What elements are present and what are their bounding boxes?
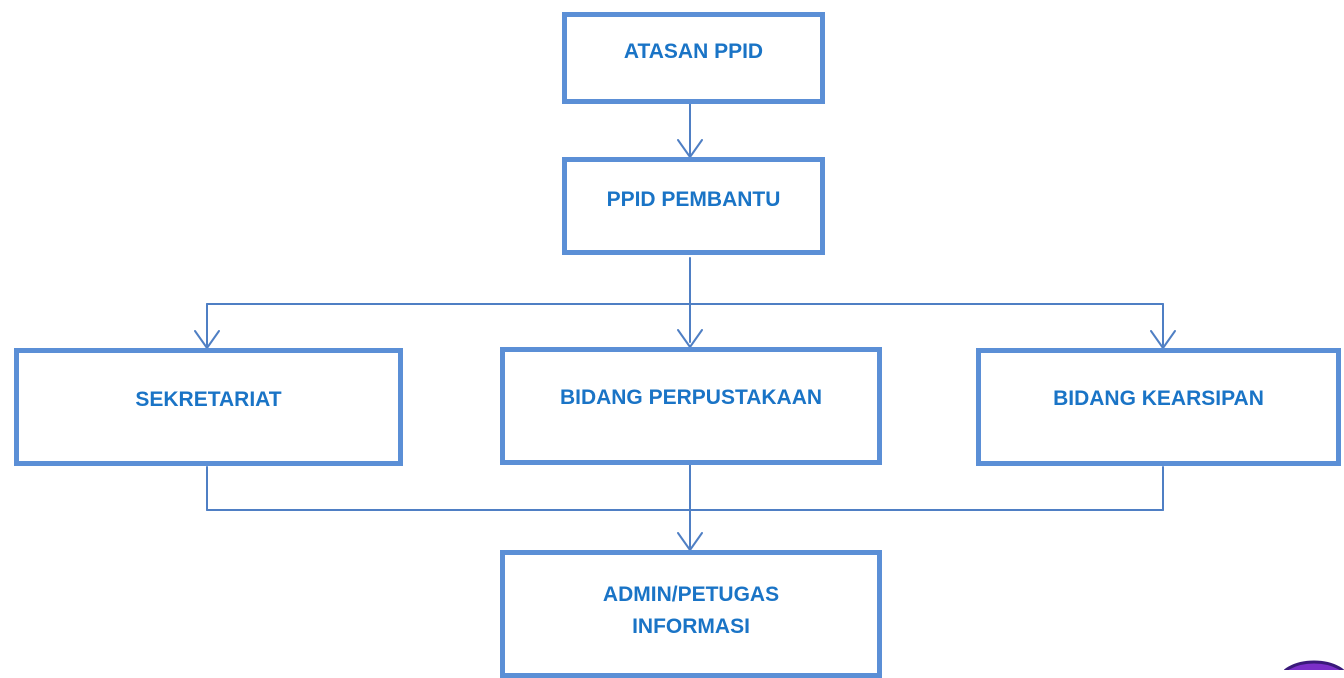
node-admin-label-line1: ADMIN/PETUGAS bbox=[602, 583, 780, 606]
node-atasan-ppid: ATASAN PPID bbox=[562, 12, 825, 104]
node-bidang-perpustakaan: BIDANG PERPUSTAKAAN bbox=[500, 347, 882, 465]
node-ppid-pembantu: PPID PEMBANTU bbox=[562, 157, 825, 255]
node-bidang-kearsipan: BIDANG KEARSIPAN bbox=[976, 348, 1341, 466]
node-bidang-kearsipan-label: BIDANG KEARSIPAN bbox=[1053, 387, 1264, 410]
node-bidang-perpustakaan-label: BIDANG PERPUSTAKAAN bbox=[559, 386, 823, 409]
node-sekretariat: SEKRETARIAT bbox=[14, 348, 403, 466]
node-atasan-ppid-label: ATASAN PPID bbox=[623, 40, 764, 63]
node-ppid-pembantu-label: PPID PEMBANTU bbox=[606, 188, 781, 211]
node-sekretariat-label: SEKRETARIAT bbox=[135, 388, 282, 411]
node-admin-label-line2: INFORMASI bbox=[632, 615, 750, 638]
corner-logo-fragment bbox=[1284, 660, 1344, 670]
node-admin-petugas-informasi: ADMIN/PETUGAS INFORMASI bbox=[500, 550, 882, 678]
